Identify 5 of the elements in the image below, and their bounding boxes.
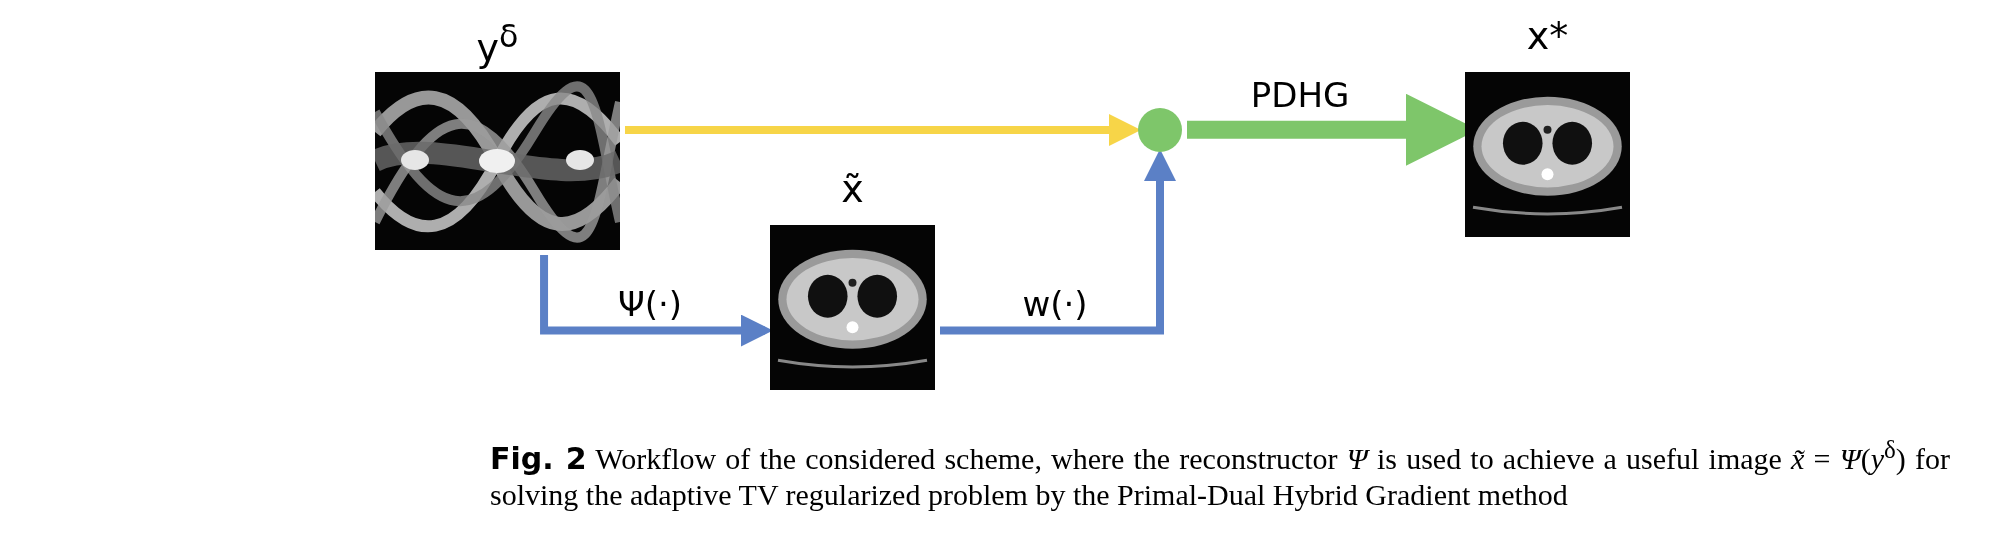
image-label: x* <box>1525 16 1570 56</box>
junction-circle <box>1138 108 1182 152</box>
image-label: x̃ <box>840 169 865 209</box>
image-label: y$^{δ}$ <box>475 17 520 68</box>
figure-caption: Fig. 2 Workflow of the considered scheme, where the reconstructor Ψ is used to achieve a useful image x̃ = Ψ(y$^{δ}$) for solving the adaptive TV regularized problem by the Primal-Dual Hybrid Gradient method <box>490 435 1950 513</box>
